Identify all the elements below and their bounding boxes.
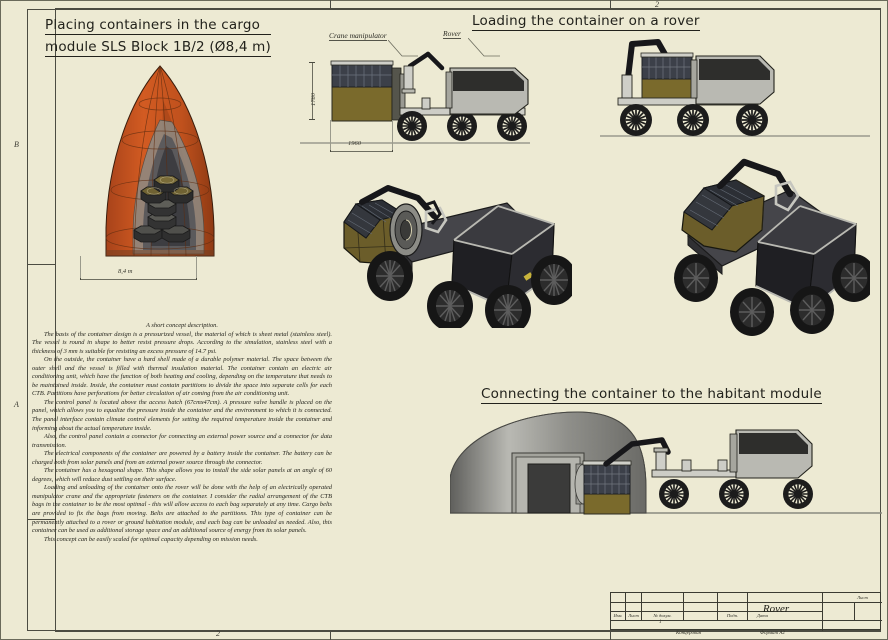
title-block-sheet-number: 1: [659, 620, 662, 625]
description-paragraph-6: The container has a hexagonal shape. Thi…: [32, 467, 332, 483]
concept-description: A short concept description. The basis o…: [32, 322, 332, 544]
wheel-group: [397, 111, 527, 141]
description-heading: A short concept description.: [146, 322, 218, 329]
illustration-rover-isometric-left: [322, 158, 572, 328]
description-paragraph-2: On the outside, the container have a har…: [32, 356, 332, 398]
frame-tick-lt: [27, 9, 55, 10]
frame-tick-b1: [330, 631, 331, 640]
title-block-stage: Концеровая: [676, 631, 701, 636]
tb-col-izm: Изм.: [613, 613, 623, 618]
tb-col-podp: Подп.: [726, 613, 739, 618]
leader-crane: [388, 40, 418, 57]
frame-ruler-left: [27, 9, 28, 631]
section-title-cargo-line2: module SLS Block 1B/2 (Ø8,4 m): [45, 39, 271, 57]
frame-tick-t2: [610, 0, 611, 9]
tb-col-list: Лист: [628, 613, 639, 618]
callout-crane-manipulator: Crane manipulator: [329, 31, 387, 41]
edge-letter-a: A: [14, 400, 19, 409]
title-block-format: Формат A2: [760, 631, 785, 636]
section-title-cargo-line1: Placing containers in the cargo: [45, 17, 271, 35]
description-paragraph-5: The electrical components of the contain…: [32, 450, 332, 466]
title-block-sheet-label: Лист: [857, 595, 868, 600]
title-block-drawing-name: Rover: [762, 603, 790, 615]
dimension-fairing-width-label: 8,4 m: [118, 268, 133, 275]
description-paragraph-3: The control panel is located above the a…: [32, 398, 332, 432]
frame-ruler-top: [55, 8, 881, 9]
frame-tick-l2: [27, 519, 55, 520]
frame-tick-l1: [27, 264, 55, 265]
leader-rover: [468, 38, 500, 57]
frame-ruler-bottom: [55, 631, 881, 632]
edge-number-bottom: 2: [216, 629, 220, 638]
description-paragraph-8: This concept can be easily scaled for op…: [44, 535, 258, 543]
title-block: Изм. Лист № докум. Подп. Дата Rover Лист: [610, 592, 882, 631]
dimension-container-width-label: 1960: [348, 140, 361, 147]
illustration-cargo-fairing: [60, 60, 260, 280]
section-title-loading: Loading the container on a rover: [472, 13, 700, 31]
tb-col-data: Дата: [757, 613, 768, 618]
edge-number-top: 2: [655, 0, 659, 9]
description-paragraph-1: The basis of the container design is a p…: [32, 330, 332, 355]
description-paragraph-4: Also, the control panel contain a connec…: [32, 433, 332, 449]
section-title-connecting: Connecting the container to the habitant…: [481, 386, 822, 404]
callout-rover: Rover: [443, 29, 461, 39]
edge-letter-b: B: [14, 140, 19, 149]
frame-tick-lb: [27, 630, 55, 631]
frame-tick-t1: [330, 0, 331, 9]
tb-col-doc: № докум.: [653, 613, 672, 618]
illustration-container-elevation: [300, 46, 530, 156]
description-paragraph-7: Loading and unloading of the container o…: [32, 484, 332, 535]
section-title-cargo: Placing containers in the cargo module S…: [45, 17, 271, 62]
frame-tick-b2: [610, 631, 611, 640]
illustration-rover-loaded: [600, 30, 870, 160]
dimension-container-height-label: 1780: [310, 93, 317, 106]
sheet-border-inner: [55, 9, 881, 631]
illustration-habitat-module: [450, 408, 882, 583]
illustration-rover-isometric-right: [640, 150, 870, 340]
